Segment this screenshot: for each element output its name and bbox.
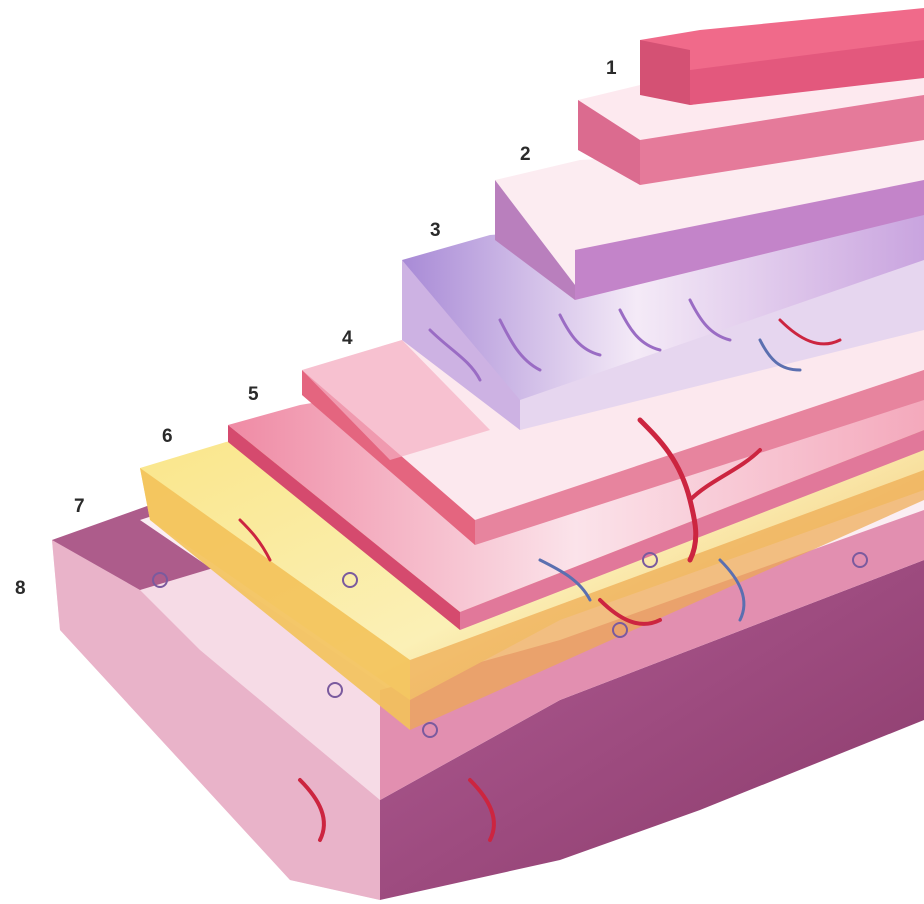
label-2: 2 [520,144,531,165]
label-1: 1 [606,58,617,79]
label-6: 6 [162,426,173,447]
label-8: 8 [15,578,26,599]
label-3: 3 [430,220,441,241]
label-4: 4 [342,328,353,349]
label-7: 7 [74,496,85,517]
label-5: 5 [248,384,259,405]
